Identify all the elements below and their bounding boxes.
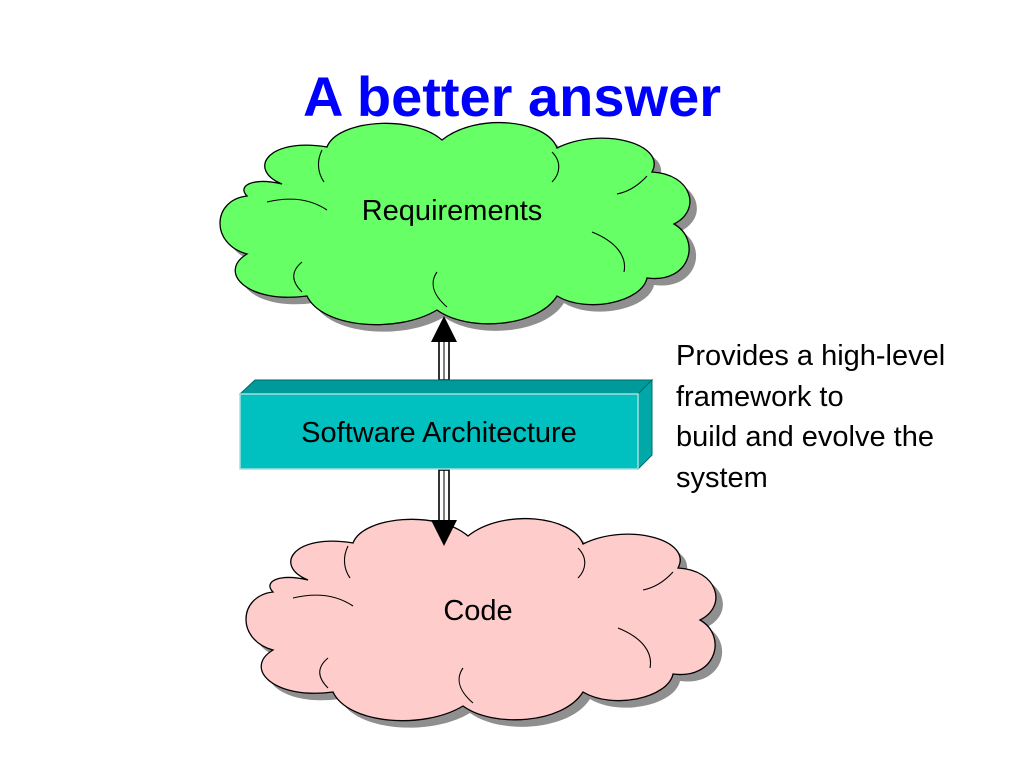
framework-note: Provides a high-level framework to build… (676, 336, 1016, 498)
code-label: Code (443, 595, 512, 627)
up-arrow-icon (431, 316, 457, 381)
code-cloud: Code (245, 517, 723, 728)
software-architecture-face (239, 393, 639, 470)
software-architecture-label: Software Architecture (301, 417, 577, 449)
software-architecture-box: Software Architecture (238, 378, 654, 471)
note-line: system (676, 461, 768, 494)
requirements-label: Requirements (362, 195, 543, 227)
down-arrow-icon (431, 469, 457, 546)
note-line: framework to (676, 380, 844, 413)
note-line: build and evolve the (676, 421, 934, 453)
note-line: Provides a high-level (676, 340, 946, 372)
requirements-cloud: Requirements (219, 121, 697, 332)
slide-title: A better answer (302, 65, 722, 128)
